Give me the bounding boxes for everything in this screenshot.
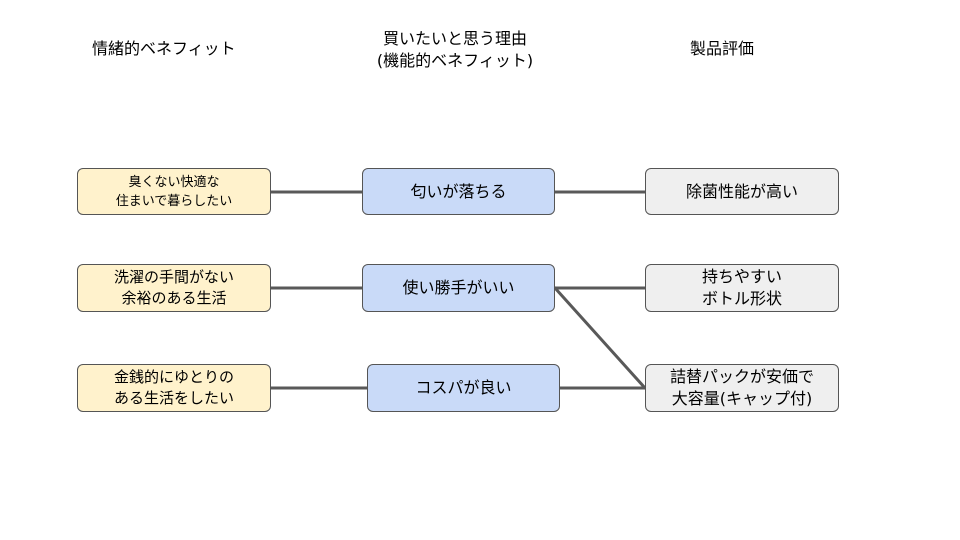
- reason-box-3: コスパが良い: [367, 364, 560, 412]
- product-box-2: 持ちやすい ボトル形状: [645, 264, 839, 312]
- product-box-3-line2: 大容量(キャップ付): [671, 389, 813, 408]
- emotional-box-3-line2: ある生活をしたい: [113, 389, 234, 407]
- header-emotional-label: 情緒的ベネフィット: [92, 39, 236, 58]
- product-box-3: 詰替パックが安価で 大容量(キャップ付): [645, 364, 839, 412]
- reason-box-1: 匂いが落ちる: [362, 168, 555, 215]
- emotional-box-1-line1: 臭くない快適な: [128, 174, 220, 190]
- emotional-box-3: 金銭的にゆとりの ある生活をしたい: [77, 364, 271, 412]
- emotional-box-1: 臭くない快適な 住まいで暮らしたい: [77, 168, 271, 215]
- reason-box-1-label: 匂いが落ちる: [410, 181, 507, 201]
- product-box-2-line2: ボトル形状: [701, 289, 782, 308]
- header-reason-line1: 買いたいと思う理由: [382, 29, 527, 48]
- emotional-box-2: 洗濯の手間がない 余裕のある生活: [77, 264, 271, 312]
- emotional-box-2-line1: 洗濯の手間がない: [113, 268, 234, 286]
- product-box-1-label: 除菌性能が高い: [685, 181, 798, 201]
- product-box-2-line1: 持ちやすい: [701, 267, 782, 286]
- reason-box-3-label: コスパが良い: [415, 378, 512, 397]
- product-box-1: 除菌性能が高い: [645, 168, 839, 215]
- header-emotional-benefit: 情緒的ベネフィット: [92, 38, 236, 60]
- header-reason-line2: (機能的ベネフィット): [376, 51, 534, 70]
- reason-box-2: 使い勝手がいい: [362, 264, 555, 312]
- header-purchase-reason: 買いたいと思う理由 (機能的ベネフィット): [355, 28, 555, 72]
- connector-reason2-product3: [553, 286, 647, 390]
- reason-box-2-label: 使い勝手がいい: [402, 278, 515, 297]
- emotional-box-3-line1: 金銭的にゆとりの: [113, 368, 234, 386]
- header-product-evaluation: 製品評価: [690, 38, 754, 60]
- emotional-box-1-line2: 住まいで暮らしたい: [115, 193, 233, 209]
- header-product-label: 製品評価: [690, 39, 755, 58]
- emotional-box-2-line2: 余裕のある生活: [121, 289, 227, 307]
- product-box-3-line1: 詰替パックが安価で: [669, 367, 814, 386]
